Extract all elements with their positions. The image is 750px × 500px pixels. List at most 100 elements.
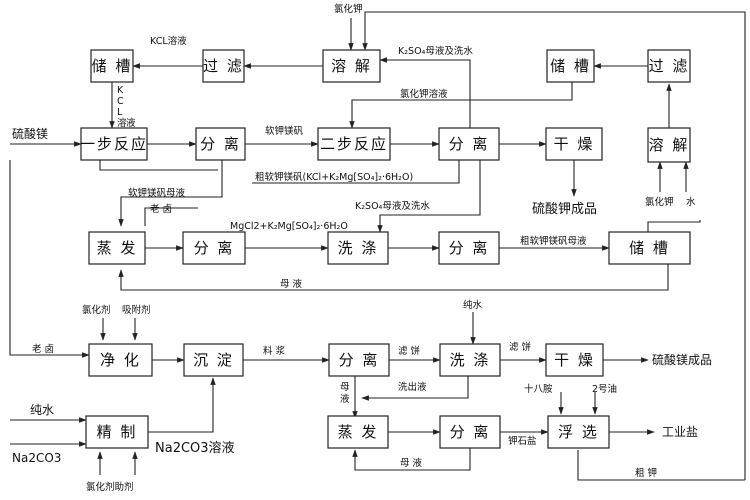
label-magnesium-sulfate-product: 硫酸镁成品	[652, 352, 712, 367]
label-magnesium-sulfate-in: 硫酸镁	[12, 126, 48, 141]
label-sylvite-salt: 钾石盐	[508, 435, 537, 447]
label-na2co3-solution: Na2CO3溶液	[155, 441, 235, 456]
svg-text:蒸 发: 蒸 发	[338, 423, 379, 441]
svg-text:分 离: 分 离	[449, 135, 490, 153]
svg-text:沉 淀: 沉 淀	[193, 351, 234, 369]
svg-text:蒸 发: 蒸 发	[97, 239, 138, 257]
line-mother-liquor-1	[118, 264, 669, 291]
svg-text:储 槽: 储 槽	[92, 57, 133, 75]
svg-text:分 离: 分 离	[450, 423, 491, 441]
box-storage-tank-top-right: 储 槽	[546, 49, 595, 83]
label-crude-picromerite: 粗软钾镁矾(KCl+K₂Mg[SO₄]₂·6H₂O)	[255, 171, 413, 183]
line-refine-precipitate	[148, 377, 216, 433]
svg-text:储 槽: 储 槽	[629, 239, 670, 257]
label-adsorbent: 吸附剂	[122, 304, 151, 316]
line-mother-liquor-2	[352, 448, 471, 471]
svg-text:一步反应: 一步反应	[80, 135, 148, 153]
box-separate-1: 分 离	[195, 127, 246, 161]
line-k2so4-to-wash	[377, 160, 481, 233]
svg-text:洗 涤: 洗 涤	[338, 239, 379, 257]
label-no2-oil: 2号油	[592, 383, 617, 395]
svg-text:分 离: 分 离	[200, 135, 241, 153]
box-purify: 净 化	[88, 343, 153, 377]
label-filter-cake-2: 滤 饼	[509, 341, 532, 353]
label-octadecylamine: 十八胺	[524, 383, 553, 395]
label-old-brine-2: 老 卤	[32, 343, 54, 355]
svg-text:分 离: 分 离	[449, 239, 490, 257]
label-filter-cake-1: 滤 饼	[398, 345, 421, 357]
label-mother-vert-0: 母	[340, 382, 350, 393]
box-dry-1: 干 燥	[545, 127, 603, 161]
box-filter-top-left: 过 滤	[202, 49, 245, 83]
label-picromerite-mother: 软钾镁矾母液	[128, 187, 186, 199]
box-wash-2: 洗 涤	[439, 343, 501, 377]
label-mother-liquor-2: 母 液	[400, 457, 423, 469]
label-pure-water-1: 纯水	[463, 299, 483, 311]
svg-text:干 燥: 干 燥	[554, 135, 595, 153]
label-pure-water-2: 纯水	[30, 403, 54, 417]
svg-text:过 滤: 过 滤	[203, 57, 244, 75]
svg-text:储 槽: 储 槽	[550, 57, 591, 75]
box-separate-6: 分 离	[439, 415, 501, 449]
label-wash-out-liquid: 洗出液	[398, 381, 427, 393]
box-wash-1: 洗 涤	[327, 231, 389, 265]
line-wash-out	[361, 376, 469, 401]
box-refine: 精 制	[85, 415, 149, 449]
label-mother-liquor-1: 母 液	[280, 278, 303, 290]
label-chlorinating-agent: 氯化剂	[82, 304, 111, 316]
box-separate-5: 分 离	[328, 343, 390, 377]
svg-text:溶 解: 溶 解	[331, 57, 372, 75]
line-crude-potassium	[577, 450, 745, 481]
svg-text:二步反应: 二步反应	[320, 135, 388, 153]
svg-text:洗 涤: 洗 涤	[450, 351, 491, 369]
box-precipitate: 沉 淀	[183, 343, 244, 377]
box-separate-2: 分 离	[438, 127, 500, 161]
svg-text:过 滤: 过 滤	[649, 57, 690, 75]
line-step1-feedback	[99, 160, 218, 171]
label-slurry: 料 浆	[263, 345, 286, 357]
label-mgcl2-mix: MgCl2+K₂Mg[SO₄]₂·6H₂O	[230, 221, 348, 232]
label-crude-potassium: 粗 钾	[635, 467, 657, 479]
line-picromerite-mother	[118, 160, 223, 227]
box-dissolve-top: 溶 解	[322, 49, 381, 83]
label-picromerite: 软钾镁矾	[265, 125, 304, 137]
label-kcl-solution: KCL溶液	[150, 35, 187, 47]
label-mother-vert-1: 液	[340, 393, 350, 405]
svg-text:溶 解: 溶 解	[649, 136, 690, 154]
box-dissolve-right: 溶 解	[647, 127, 691, 163]
box-evaporate-1: 蒸 发	[88, 231, 146, 265]
line-old-brine-1	[144, 207, 198, 226]
box-dry-2: 干 燥	[545, 343, 604, 377]
box-separate-4: 分 离	[438, 231, 500, 265]
label-kcl-vert-4: 液	[126, 117, 136, 129]
label-kcl-vert-0: K	[117, 85, 124, 96]
svg-text:浮 选: 浮 选	[558, 423, 599, 441]
line-storage-loop	[647, 220, 701, 232]
box-separate-3: 分 离	[182, 231, 246, 265]
label-k2so4-mother-wash-mid: K₂SO₄母液及洗水	[355, 200, 430, 212]
box-step1-reaction: 一步反应	[80, 127, 148, 161]
label-kcl-vert-1: C	[117, 96, 124, 107]
label-kcl-in-right: 氯化钾	[645, 196, 674, 208]
label-industrial-salt: 工业盐	[662, 425, 698, 439]
label-na2co3-in: Na2CO3	[12, 451, 61, 465]
label-chlorinating-aid: 氯化剂助剂	[86, 481, 134, 493]
label-old-brine-1: 老 卤	[150, 203, 172, 215]
line-kcl-solution-to-step2	[349, 82, 573, 129]
label-kcl-vert-2: L	[117, 107, 123, 118]
label-k2so4-mother-wash-top: K₂SO₄母液及洗水	[398, 45, 473, 57]
label-water-in-right: 水	[686, 196, 696, 208]
line-old-brine-2	[9, 160, 90, 358]
label-potassium-sulfate-product: 硫酸钾成品	[532, 202, 597, 217]
svg-text:干 燥: 干 燥	[554, 351, 595, 369]
box-evaporate-2: 蒸 发	[327, 415, 389, 449]
line-crude-picromerite	[252, 160, 460, 184]
stream-labels: 氯化钾 KCL溶液 K₂SO₄母液及洗水 K C L 溶 液 氯化钾溶液 硫酸镁…	[12, 3, 712, 493]
box-flotation: 浮 选	[547, 415, 610, 449]
svg-text:分 离: 分 离	[339, 351, 380, 369]
box-storage-tank-top-left: 储 槽	[90, 49, 134, 83]
svg-text:净 化: 净 化	[100, 351, 141, 369]
svg-text:精 制: 精 制	[97, 423, 138, 441]
